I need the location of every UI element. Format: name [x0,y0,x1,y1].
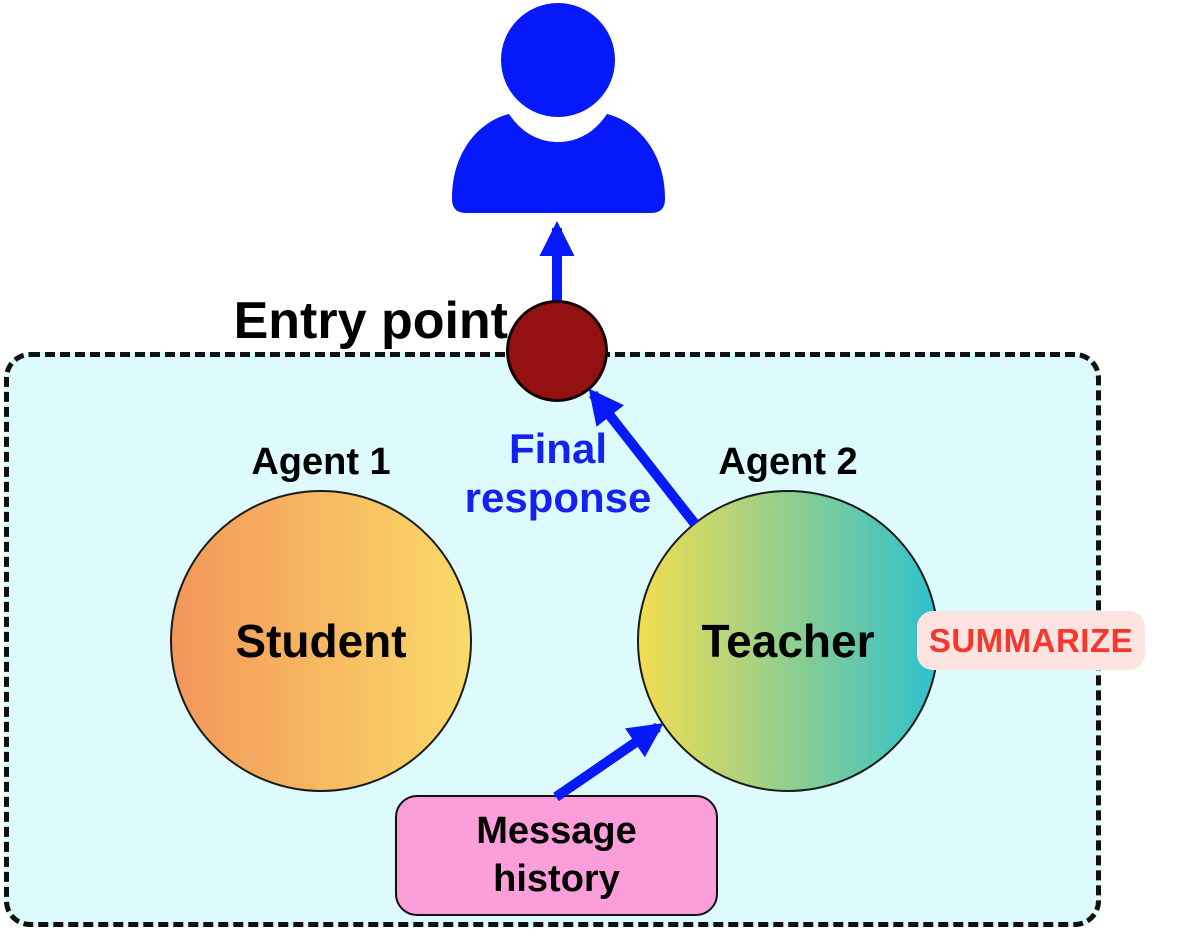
final-response-line1: Final [508,425,607,472]
student-name: Student [235,615,407,667]
student-agent-circle: Student [170,490,472,792]
message-history-box: Message history [395,795,718,916]
final-response-label: Final response [448,424,668,522]
entry-point-label: Entry point [233,292,508,350]
summarize-badge: SUMMARIZE [917,611,1145,670]
entry-point-node [506,300,608,402]
teacher-name: Teacher [701,615,875,667]
summarize-badge-label: SUMMARIZE [928,622,1134,659]
person-icon [452,3,665,213]
final-response-line2: response [464,474,652,522]
message-history-line2: history [493,857,620,900]
teacher-agent-circle: Teacher [637,490,939,792]
agent2-label: Agent 2 [718,441,858,483]
message-history-line1: Message [476,809,637,852]
agent1-label: Agent 1 [251,441,391,483]
